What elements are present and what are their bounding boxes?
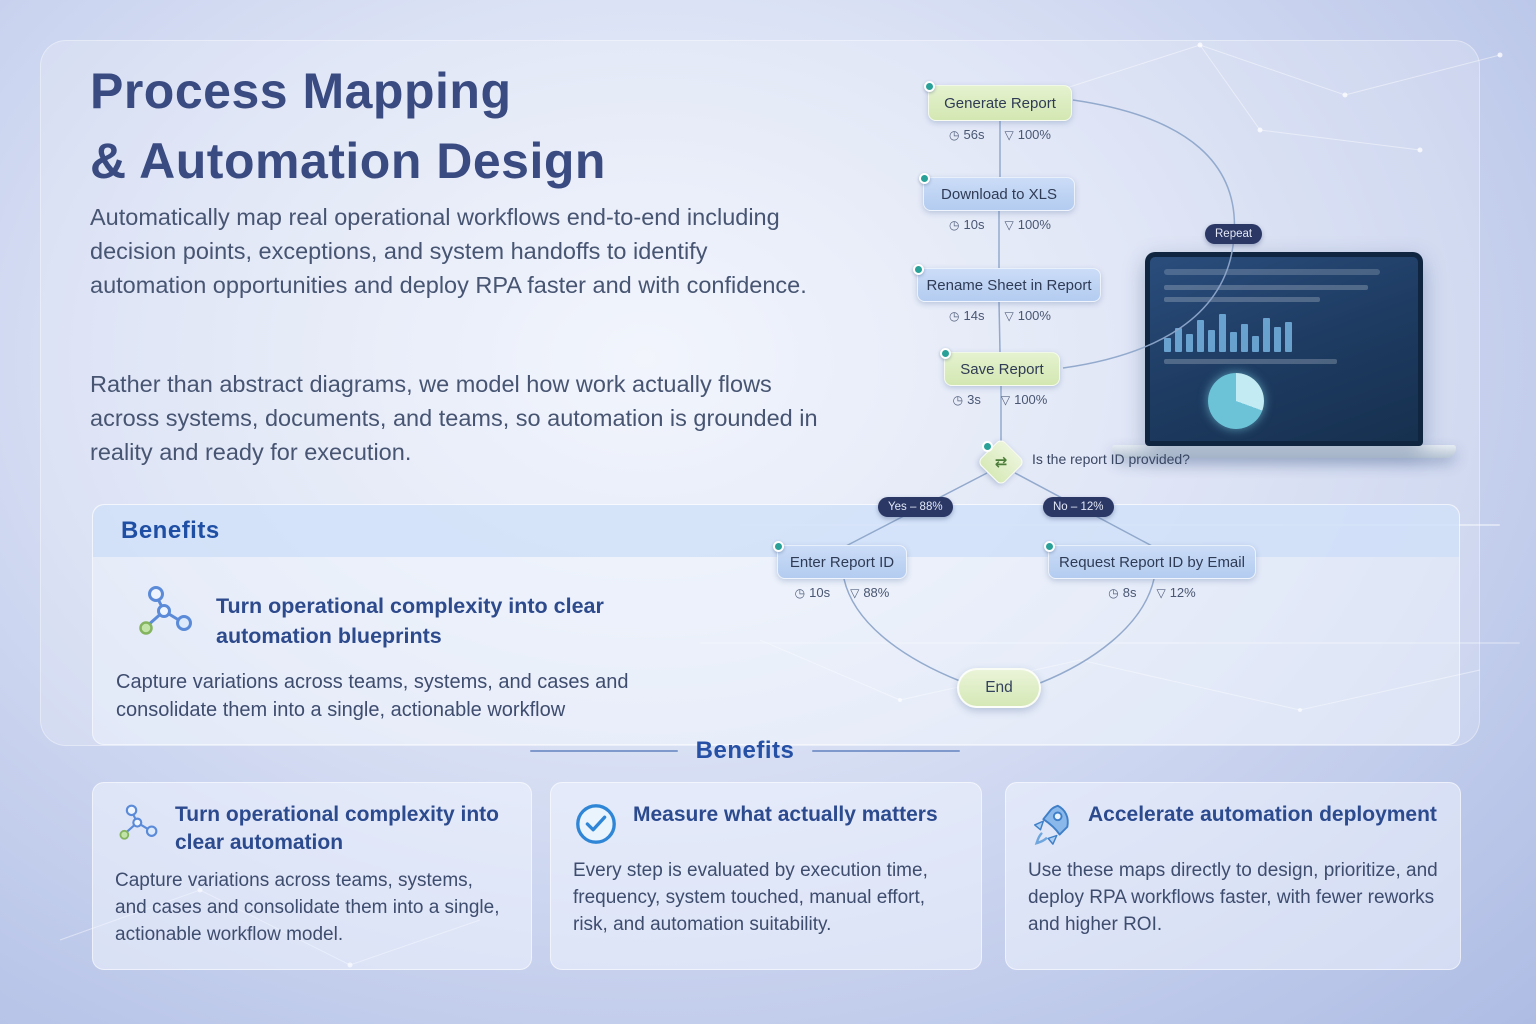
flow-node-label: Save Report xyxy=(960,360,1044,378)
node-status-dot xyxy=(773,541,784,552)
laptop-row xyxy=(1164,285,1368,290)
card-title: Measure what actually matters xyxy=(633,803,938,826)
card-title: Accelerate automation deployment xyxy=(1088,803,1437,826)
step-duration: 10s xyxy=(809,585,831,600)
laptop-illustration xyxy=(1112,252,1456,458)
flow-node-save-report: Save Report xyxy=(940,348,1060,386)
benefit-card-deploy: Accelerate automation deployment Use the… xyxy=(1005,782,1461,970)
flow-node-end: End xyxy=(957,668,1041,708)
page-title: Process Mapping & Automation Design xyxy=(90,56,850,196)
network-nodes-icon xyxy=(139,586,192,635)
flow-node-stats: ◷56s ▽100% xyxy=(900,127,1100,142)
branch-no-badge: No – 12% xyxy=(1043,497,1114,517)
network-nodes-icon xyxy=(119,804,158,840)
flow-node-label: Download to XLS xyxy=(941,185,1057,203)
laptop-base xyxy=(1112,445,1456,458)
flow-node-enter-report-id: Enter Report ID xyxy=(773,541,907,579)
card-body: Use these maps directly to design, prior… xyxy=(1028,860,1438,935)
step-duration: 8s xyxy=(1122,585,1137,600)
step-duration: 56s xyxy=(963,127,985,142)
card-body: Capture variations across teams, systems… xyxy=(115,870,500,945)
divider-label: Benefits xyxy=(695,737,795,764)
step-duration: 14s xyxy=(963,308,985,323)
flow-node-label: Enter Report ID xyxy=(789,553,895,571)
swap-arrows-icon: ⇄ xyxy=(994,453,1008,471)
flow-node-rename-sheet: Rename Sheet in Report xyxy=(913,264,1101,302)
step-percentage: 100% xyxy=(1017,308,1051,323)
flowchart: Generate Report ◷56s ▽100% Download to X… xyxy=(760,55,1460,720)
flow-node-label: Rename Sheet in Report xyxy=(926,276,1092,294)
branch-yes-badge: Yes – 88% xyxy=(878,497,953,517)
step-percentage: 100% xyxy=(1017,217,1051,232)
funnel-icon: ▽ xyxy=(1156,585,1166,600)
clock-icon: ◷ xyxy=(949,127,960,142)
clock-icon: ◷ xyxy=(952,392,964,407)
funnel-icon: ▽ xyxy=(1004,308,1014,323)
laptop-row xyxy=(1164,359,1337,364)
rocket-icon xyxy=(1033,804,1069,846)
funnel-icon: ▽ xyxy=(1000,392,1011,407)
step-duration: 3s xyxy=(967,392,981,407)
flow-node-label: Generate Report xyxy=(944,94,1056,112)
intro-paragraph-2: Rather than abstract diagrams, we model … xyxy=(90,371,818,465)
node-status-dot xyxy=(982,441,993,452)
step-percentage: 100% xyxy=(1017,127,1051,142)
benefit-card-complexity: Turn operational complexity into clear a… xyxy=(92,782,532,970)
laptop-row xyxy=(1164,297,1320,302)
flow-node-stats: ◷14s ▽100% xyxy=(900,308,1100,323)
node-status-dot xyxy=(919,173,930,184)
step-duration: 10s xyxy=(963,217,985,232)
flow-node-stats: ◷10s ▽88% xyxy=(762,585,922,600)
step-percentage: 12% xyxy=(1169,585,1196,600)
divider-line xyxy=(812,750,960,752)
benefits-divider: Benefits xyxy=(530,737,960,765)
card-title: Turn operational complexity into clear a… xyxy=(175,803,499,854)
benefit-item-body: Capture variations across teams, systems… xyxy=(116,671,629,721)
step-percentage: 88% xyxy=(863,585,890,600)
funnel-icon: ▽ xyxy=(1004,217,1014,232)
check-circle-icon xyxy=(576,804,616,844)
benefits-panel-heading: Benefits xyxy=(121,517,220,544)
benefit-card-measure: Measure what actually matters Every step… xyxy=(550,782,982,970)
intro-paragraph-1: Automatically map real operational workf… xyxy=(90,204,807,298)
flow-node-label: Request Report ID by Email xyxy=(1059,553,1245,571)
funnel-icon: ▽ xyxy=(1004,127,1014,142)
repeat-badge: Repeat xyxy=(1205,224,1263,244)
node-status-dot xyxy=(924,81,935,92)
clock-icon: ◷ xyxy=(1108,585,1119,600)
laptop-pie-chart xyxy=(1208,373,1264,429)
decision-question: Is the report ID provided? xyxy=(1032,451,1190,467)
page-title-line1: Process Mapping xyxy=(90,63,512,119)
laptop-screen xyxy=(1145,252,1423,446)
node-status-dot xyxy=(940,348,951,359)
clock-icon: ◷ xyxy=(794,585,806,600)
benefit-item-title: Turn operational complexity into clear a… xyxy=(216,594,604,648)
flow-node-stats: ◷3s ▽100% xyxy=(900,392,1100,407)
flow-node-generate-report: Generate Report xyxy=(924,81,1072,121)
flow-node-download-xls: Download to XLS xyxy=(919,173,1075,211)
flow-node-stats: ◷10s ▽100% xyxy=(900,217,1100,232)
page-title-line2: & Automation Design xyxy=(90,133,606,189)
node-status-dot xyxy=(1044,541,1055,552)
card-body: Every step is evaluated by execution tim… xyxy=(573,860,928,935)
node-status-dot xyxy=(913,264,924,275)
divider-line xyxy=(530,750,678,752)
flowchart-connectors xyxy=(843,99,1236,684)
clock-icon: ◷ xyxy=(949,308,960,323)
laptop-bar-chart xyxy=(1164,310,1404,352)
clock-icon: ◷ xyxy=(949,217,960,232)
laptop-menubar xyxy=(1164,269,1380,275)
step-percentage: 100% xyxy=(1014,392,1048,407)
funnel-icon: ▽ xyxy=(850,585,860,600)
flow-node-stats: ◷8s ▽12% xyxy=(1072,585,1232,600)
flow-node-request-report-id: Request Report ID by Email xyxy=(1044,541,1256,579)
